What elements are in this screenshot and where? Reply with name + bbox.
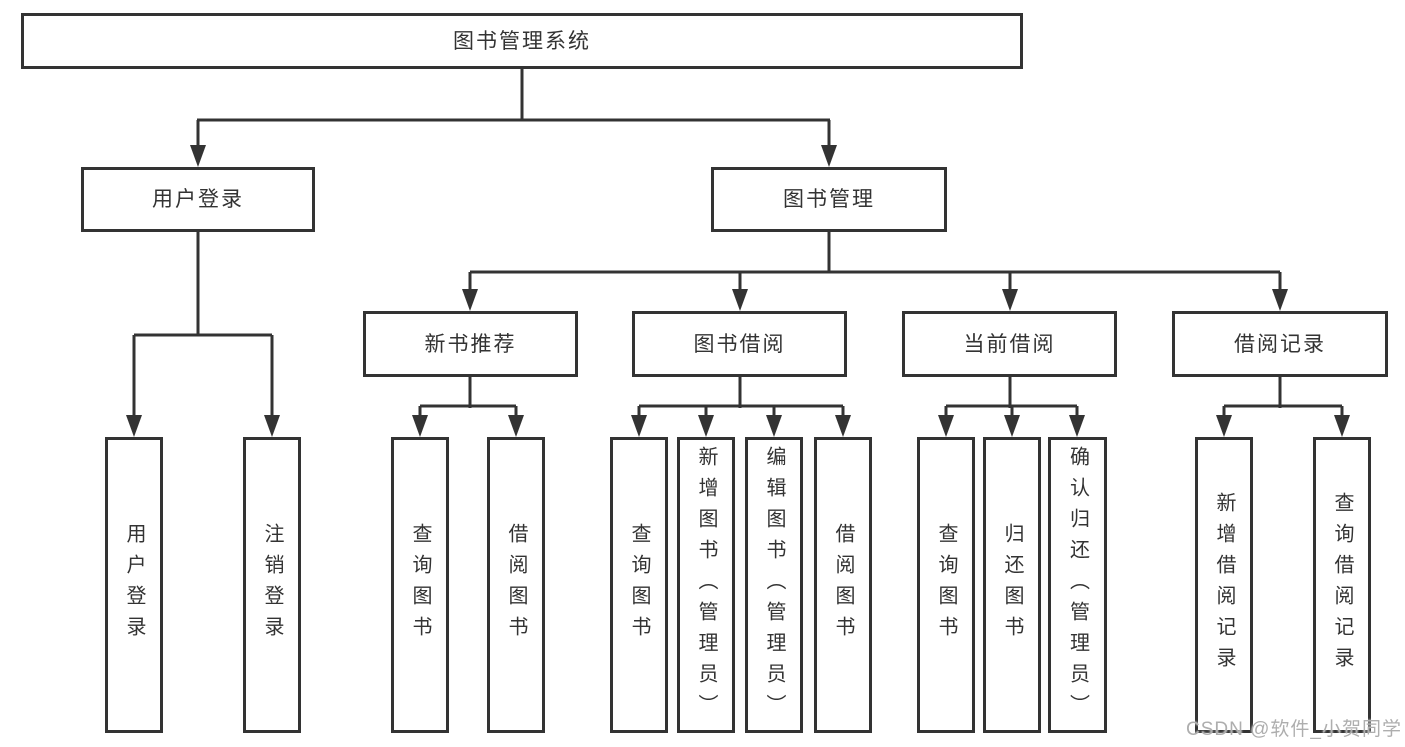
node-leaf-return-books: 归还图书 — [983, 437, 1041, 733]
connector-root-to-level2 — [196, 69, 831, 148]
arrowheads-level2 — [190, 145, 837, 167]
node-leaf-query-borrow-record: 查询借阅记录 — [1313, 437, 1371, 733]
node-leaf-logout: 注销登录 — [243, 437, 301, 733]
node-new-book-recommend: 新书推荐 — [363, 311, 578, 377]
node-leaf-add-books-admin: 新增图书（管理员） — [677, 437, 735, 733]
connector-current-borrowing-to-leaves — [944, 377, 1079, 420]
node-leaf-add-borrow-record: 新增借阅记录 — [1195, 437, 1253, 733]
node-user-login: 用户登录 — [81, 167, 315, 232]
arrowheads-book-borrowing-leaves — [631, 415, 851, 437]
node-leaf-borrowing-query-books: 查询图书 — [610, 437, 668, 733]
watermark: CSDN @软件_小贺同学 — [1186, 719, 1402, 740]
connector-borrowing-records-to-leaves — [1222, 377, 1344, 420]
node-leaf-confirm-return-admin: 确认归还（管理员） — [1048, 437, 1107, 733]
node-book-borrowing: 图书借阅 — [632, 311, 847, 377]
connector-book-borrowing-to-leaves — [637, 377, 845, 420]
connector-user-login-to-leaves — [132, 232, 274, 420]
node-library-management-system: 图书管理系统 — [21, 13, 1023, 69]
arrowheads-borrowing-records-leaves — [1216, 415, 1350, 437]
node-leaf-user-login: 用户登录 — [105, 437, 163, 733]
node-leaf-recommend-borrow-books: 借阅图书 — [487, 437, 545, 733]
node-borrowing-records: 借阅记录 — [1172, 311, 1388, 377]
node-current-borrowing: 当前借阅 — [902, 311, 1117, 377]
node-leaf-borrowing-borrow-books: 借阅图书 — [814, 437, 872, 733]
arrowheads-user-login-leaves — [126, 415, 280, 437]
connector-new-book-recommend-to-leaves — [418, 377, 518, 420]
arrowheads-current-borrowing-leaves — [938, 415, 1085, 437]
arrowheads-level3 — [462, 289, 1288, 311]
connector-book-management-to-level3 — [468, 232, 1282, 293]
node-leaf-recommend-query-books: 查询图书 — [391, 437, 449, 733]
arrowheads-new-book-recommend-leaves — [412, 415, 524, 437]
node-book-management: 图书管理 — [711, 167, 947, 232]
node-leaf-current-query-books: 查询图书 — [917, 437, 975, 733]
node-leaf-edit-books-admin: 编辑图书（管理员） — [745, 437, 803, 733]
